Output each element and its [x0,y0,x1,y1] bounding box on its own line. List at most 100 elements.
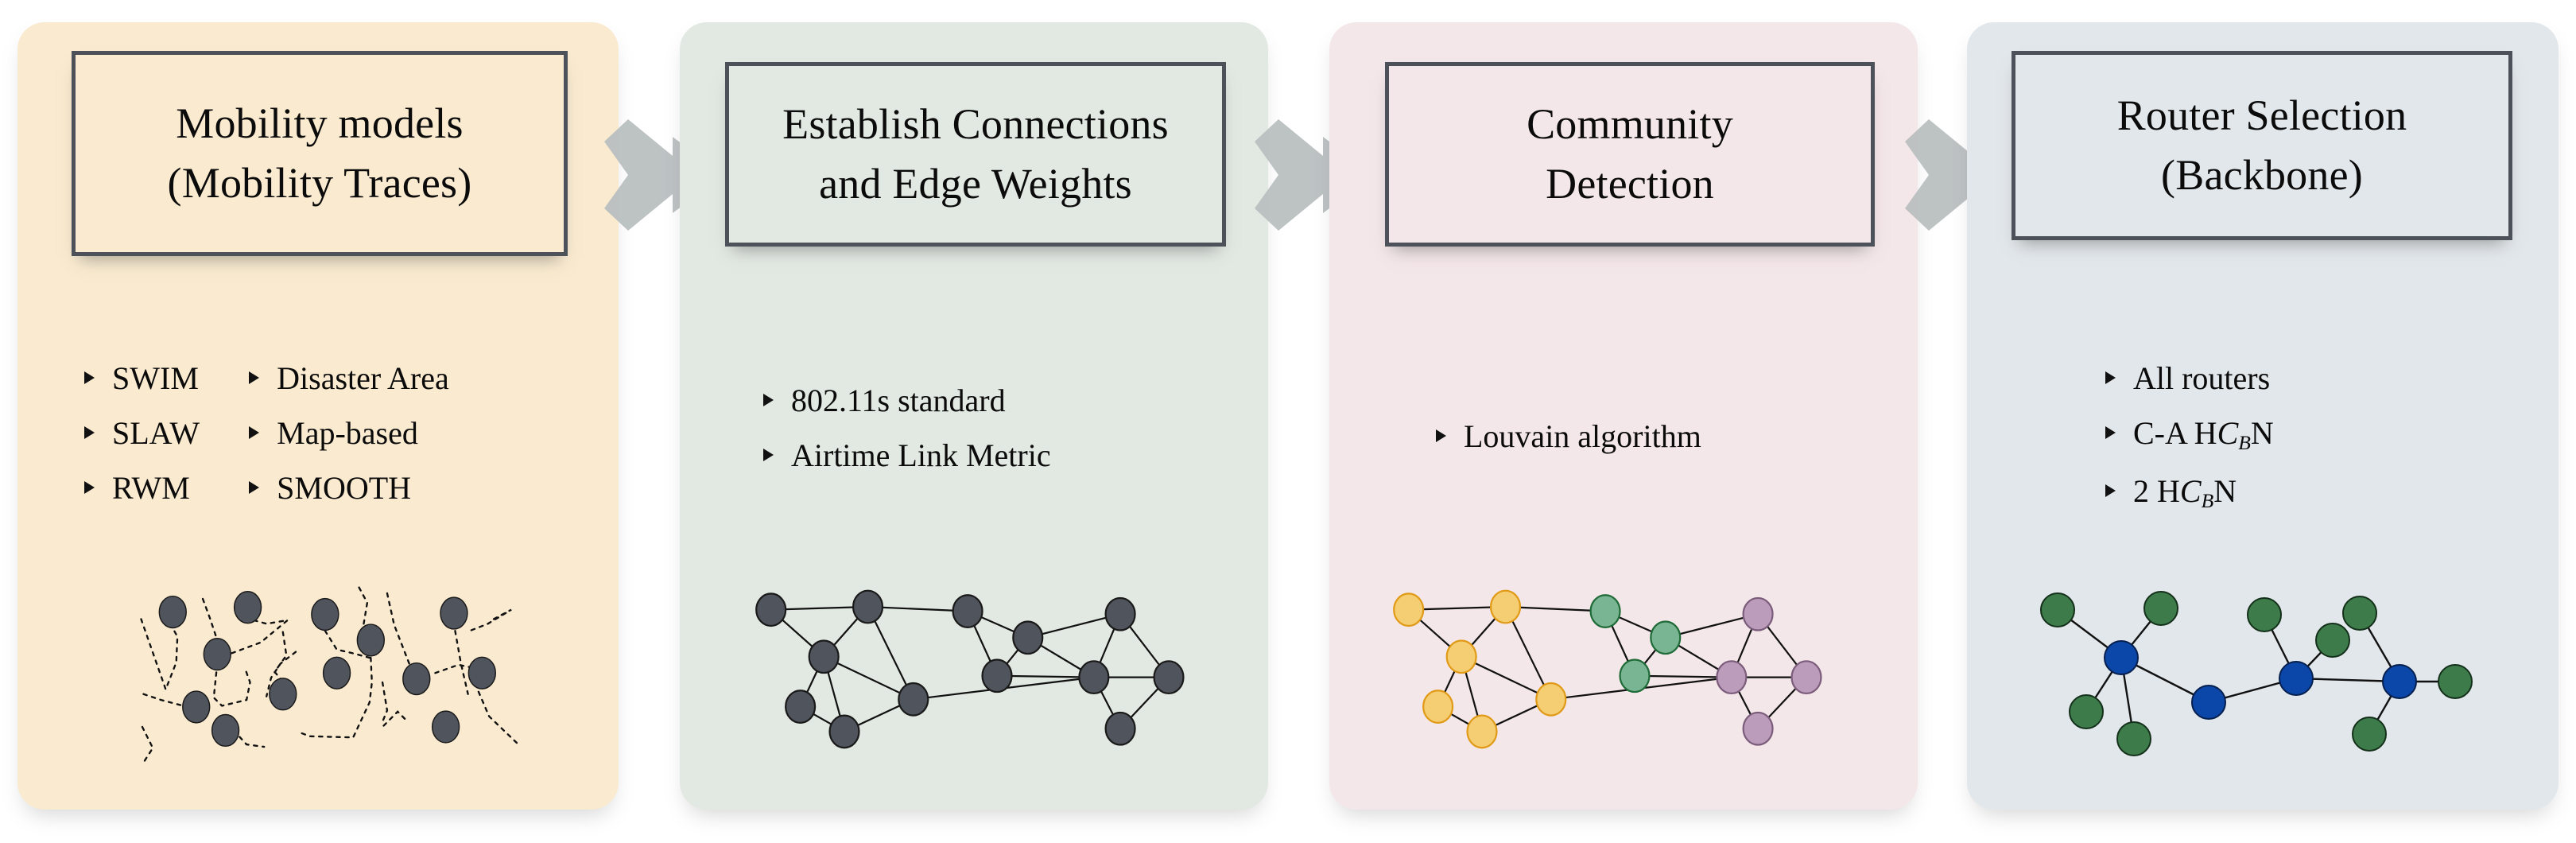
bullet-triangle-icon [249,371,260,384]
list-item: Louvain algorithm [1436,418,1701,455]
mobility-traces-svg [140,586,518,766]
graph-node [1153,660,1185,695]
list-item-label: Louvain algorithm [1464,418,1701,454]
graph-edge [996,674,1094,678]
title-line: Detection [1546,160,1714,208]
trace-node [311,597,339,631]
graph-edge [867,606,914,700]
trace-path [227,616,291,655]
leaf-node [2143,591,2178,626]
graph-edge [1505,605,1606,612]
list-item: Disaster Area [249,359,449,397]
arrow-3 [1905,119,2024,231]
graph-node [1790,660,1822,695]
list-item: 802.11s standard [763,382,1051,419]
trace-path [212,662,251,707]
list-item-label: Disaster Area [277,360,449,396]
trace-nodes [158,591,496,748]
graph-node [1104,596,1136,631]
bullet-list-establish-connections: 802.11s standard Airtime Link Metric [763,382,1051,491]
graph-node [1489,589,1522,624]
bullet-triangle-icon [249,426,260,439]
plain-network-svg [755,589,1185,749]
list-item-label: SMOOTH [277,470,412,506]
title-line: Establish Connections [782,100,1169,149]
arrow-right-icon [1255,119,1374,231]
graph-node [828,714,860,749]
graph-node [1619,658,1651,693]
graph-edge [1665,613,1759,639]
graph-node [1393,592,1425,627]
bullet-triangle-icon [84,371,95,384]
leaf-node [2247,597,2282,632]
list-item-label: 802.11s standard [791,383,1006,418]
trace-node [269,678,297,711]
title-line: Router Selection [2116,91,2407,140]
bullet-triangle-icon [249,481,260,494]
graph-node [1466,714,1498,749]
list-item: SMOOTH [249,469,449,507]
graph-edge [1461,655,1552,701]
graph-edge [1027,613,1121,639]
figure-backbone-network [1996,569,2504,759]
title-line: Community [1527,100,1733,149]
bullet-list-mobility-models: SWIM SLAW RWM Disaster Area Map-based [84,359,449,524]
graph-node [755,592,787,627]
graph-edge [867,605,968,612]
arrow-2 [1255,119,1374,231]
bullet-list-router-selection: All routers C-A HCBN 2 HCBN [2105,359,2274,530]
graph-node [1742,711,1774,746]
trace-path [265,651,297,697]
list-item: RWM [84,469,200,507]
list-item-label: Map-based [277,415,418,451]
panel-mobility-models [17,22,619,810]
figure-plain-network [739,569,1216,759]
bullet-triangle-icon [1436,429,1446,442]
leaf-node [2040,592,2075,627]
graph-edge [1408,605,1506,611]
graph-edge [770,605,868,611]
list-item-label: All routers [2133,360,2271,396]
trace-paths [140,586,518,766]
list-item-label: SWIM [112,360,199,396]
trace-node [158,595,187,629]
graph-edge [1634,674,1732,678]
graph-node [1742,596,1774,631]
trace-node [467,656,496,690]
trace-node [233,591,262,624]
list-item-label: Airtime Link Metric [791,437,1051,473]
router-node [2279,661,2314,696]
bullet-column-right: Disaster Area Map-based SMOOTH [249,359,449,524]
graph-node [808,639,840,674]
title-box-establish-connections: Establish Connections and Edge Weights [725,62,1226,247]
list-item-label: C-A HCBN [2133,415,2274,455]
graph-node [898,682,929,717]
arrow-1 [604,119,724,231]
list-item: All routers [2105,359,2274,397]
figure-mobility-traces [32,549,604,771]
leaf-node [2069,694,2104,729]
trace-path [141,725,154,766]
trace-path [386,592,412,669]
bullet-triangle-icon [763,394,774,406]
list-item-label: RWM [112,470,190,506]
router-node [2104,640,2139,675]
graph-nodes [1393,589,1822,749]
trace-path [434,663,495,674]
trace-path [382,710,407,727]
title-box-community-detection: Community Detection [1385,62,1875,247]
figure-community-network [1377,569,1854,759]
trace-path [140,618,179,693]
bullet-column-left: SWIM SLAW RWM [84,359,200,524]
list-item: SLAW [84,414,200,452]
trace-path [142,693,184,707]
graph-node [1535,682,1567,717]
list-item: Airtime Link Metric [763,437,1051,474]
list-item: 2 HCBN [2105,472,2274,513]
list-item-label: SLAW [112,415,200,451]
router-node [2191,685,2226,720]
leaf-node [2116,721,2151,756]
trace-path [299,656,373,739]
title-line: (Backbone) [2161,151,2363,199]
